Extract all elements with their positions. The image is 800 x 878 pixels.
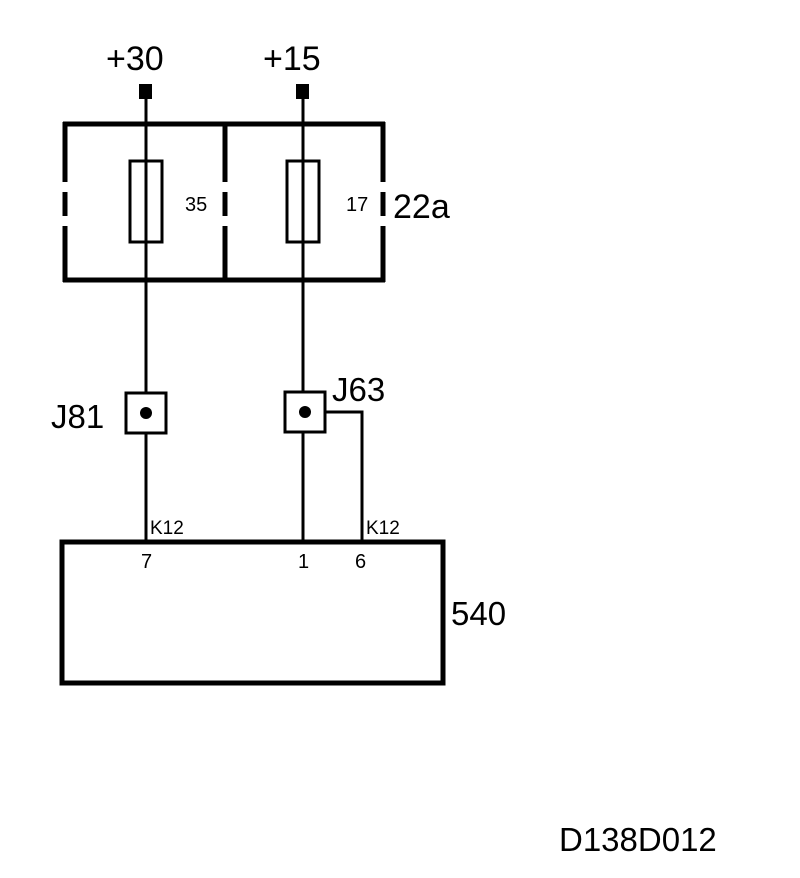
wire-j63-pin6	[325, 410, 364, 542]
terminal-30-marker	[139, 84, 152, 99]
fuse-17-label: 17	[346, 194, 368, 216]
connector-k12-left: K12	[150, 518, 184, 539]
control-unit-label: 540	[451, 595, 506, 632]
fuse-35-label: 35	[185, 194, 207, 216]
fuse-box-label: 22a	[393, 188, 450, 226]
connector-j81-label: J81	[51, 398, 104, 435]
diagram-id: D138D012	[559, 821, 717, 858]
terminal-30-label: +30	[106, 40, 164, 78]
pin-7-label: 7	[141, 551, 152, 573]
connector-k12-right: K12	[366, 518, 400, 539]
pin-6-label: 6	[355, 551, 366, 573]
terminal-15-marker	[296, 84, 309, 99]
connector-j81	[124, 391, 168, 435]
pin-1-label: 1	[298, 551, 309, 573]
connector-j63	[283, 390, 327, 434]
control-unit-540	[59, 539, 446, 686]
fuse-box-22a	[62, 121, 386, 283]
connector-j63-label: J63	[332, 371, 385, 408]
terminal-15-label: +15	[263, 40, 321, 78]
